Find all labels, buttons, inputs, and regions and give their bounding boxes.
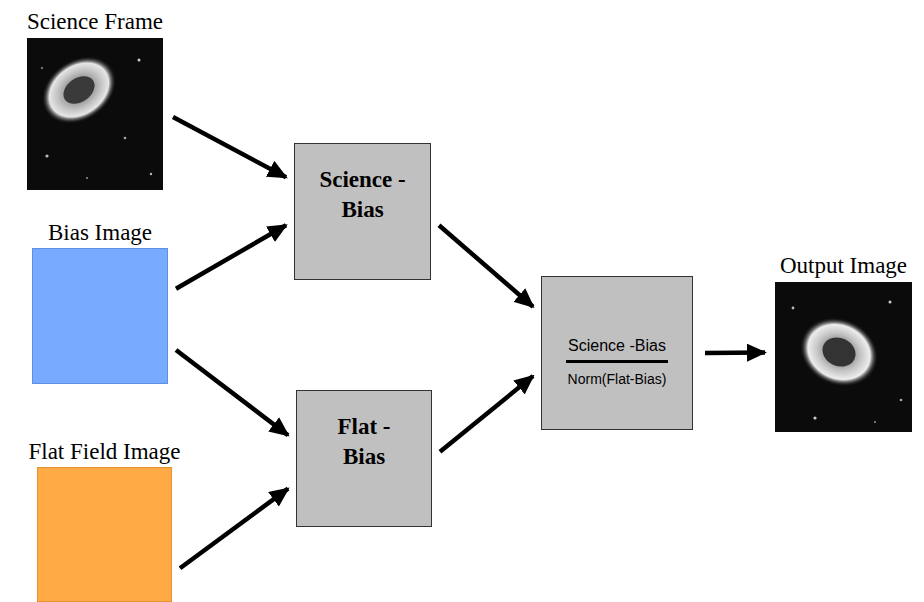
formula-box: Science -BiasNorm(Flat-Bias) [541, 276, 693, 430]
image-heading: Output Image [780, 253, 907, 278]
image-heading: Bias Image [48, 220, 152, 245]
nebula-photo [27, 38, 163, 190]
process-box: Flat -Bias [296, 390, 432, 527]
flow-arrow [176, 350, 288, 435]
image-node: Output Image [775, 282, 912, 432]
image-node: Flat Field Image [37, 467, 172, 602]
flow-arrow [180, 489, 288, 569]
box-label: Science -Bias [315, 165, 411, 225]
box-sublabel: Norm(Flat-Bias) [568, 370, 667, 388]
box-label: Flat -Bias [331, 412, 397, 472]
nebula-photo [775, 282, 912, 432]
image-node: Bias Image [32, 248, 168, 384]
flow-arrow [705, 350, 765, 355]
image-heading: Science Frame [27, 9, 163, 34]
flow-arrow [440, 376, 533, 452]
process-box: Science -Bias [294, 143, 431, 280]
box-label: Science -Bias [566, 336, 668, 363]
flow-arrow [173, 117, 286, 177]
image-node: Science Frame [27, 38, 163, 190]
flow-arrow [439, 225, 533, 307]
image-heading: Flat Field Image [28, 439, 180, 464]
flow-arrow [176, 225, 286, 289]
